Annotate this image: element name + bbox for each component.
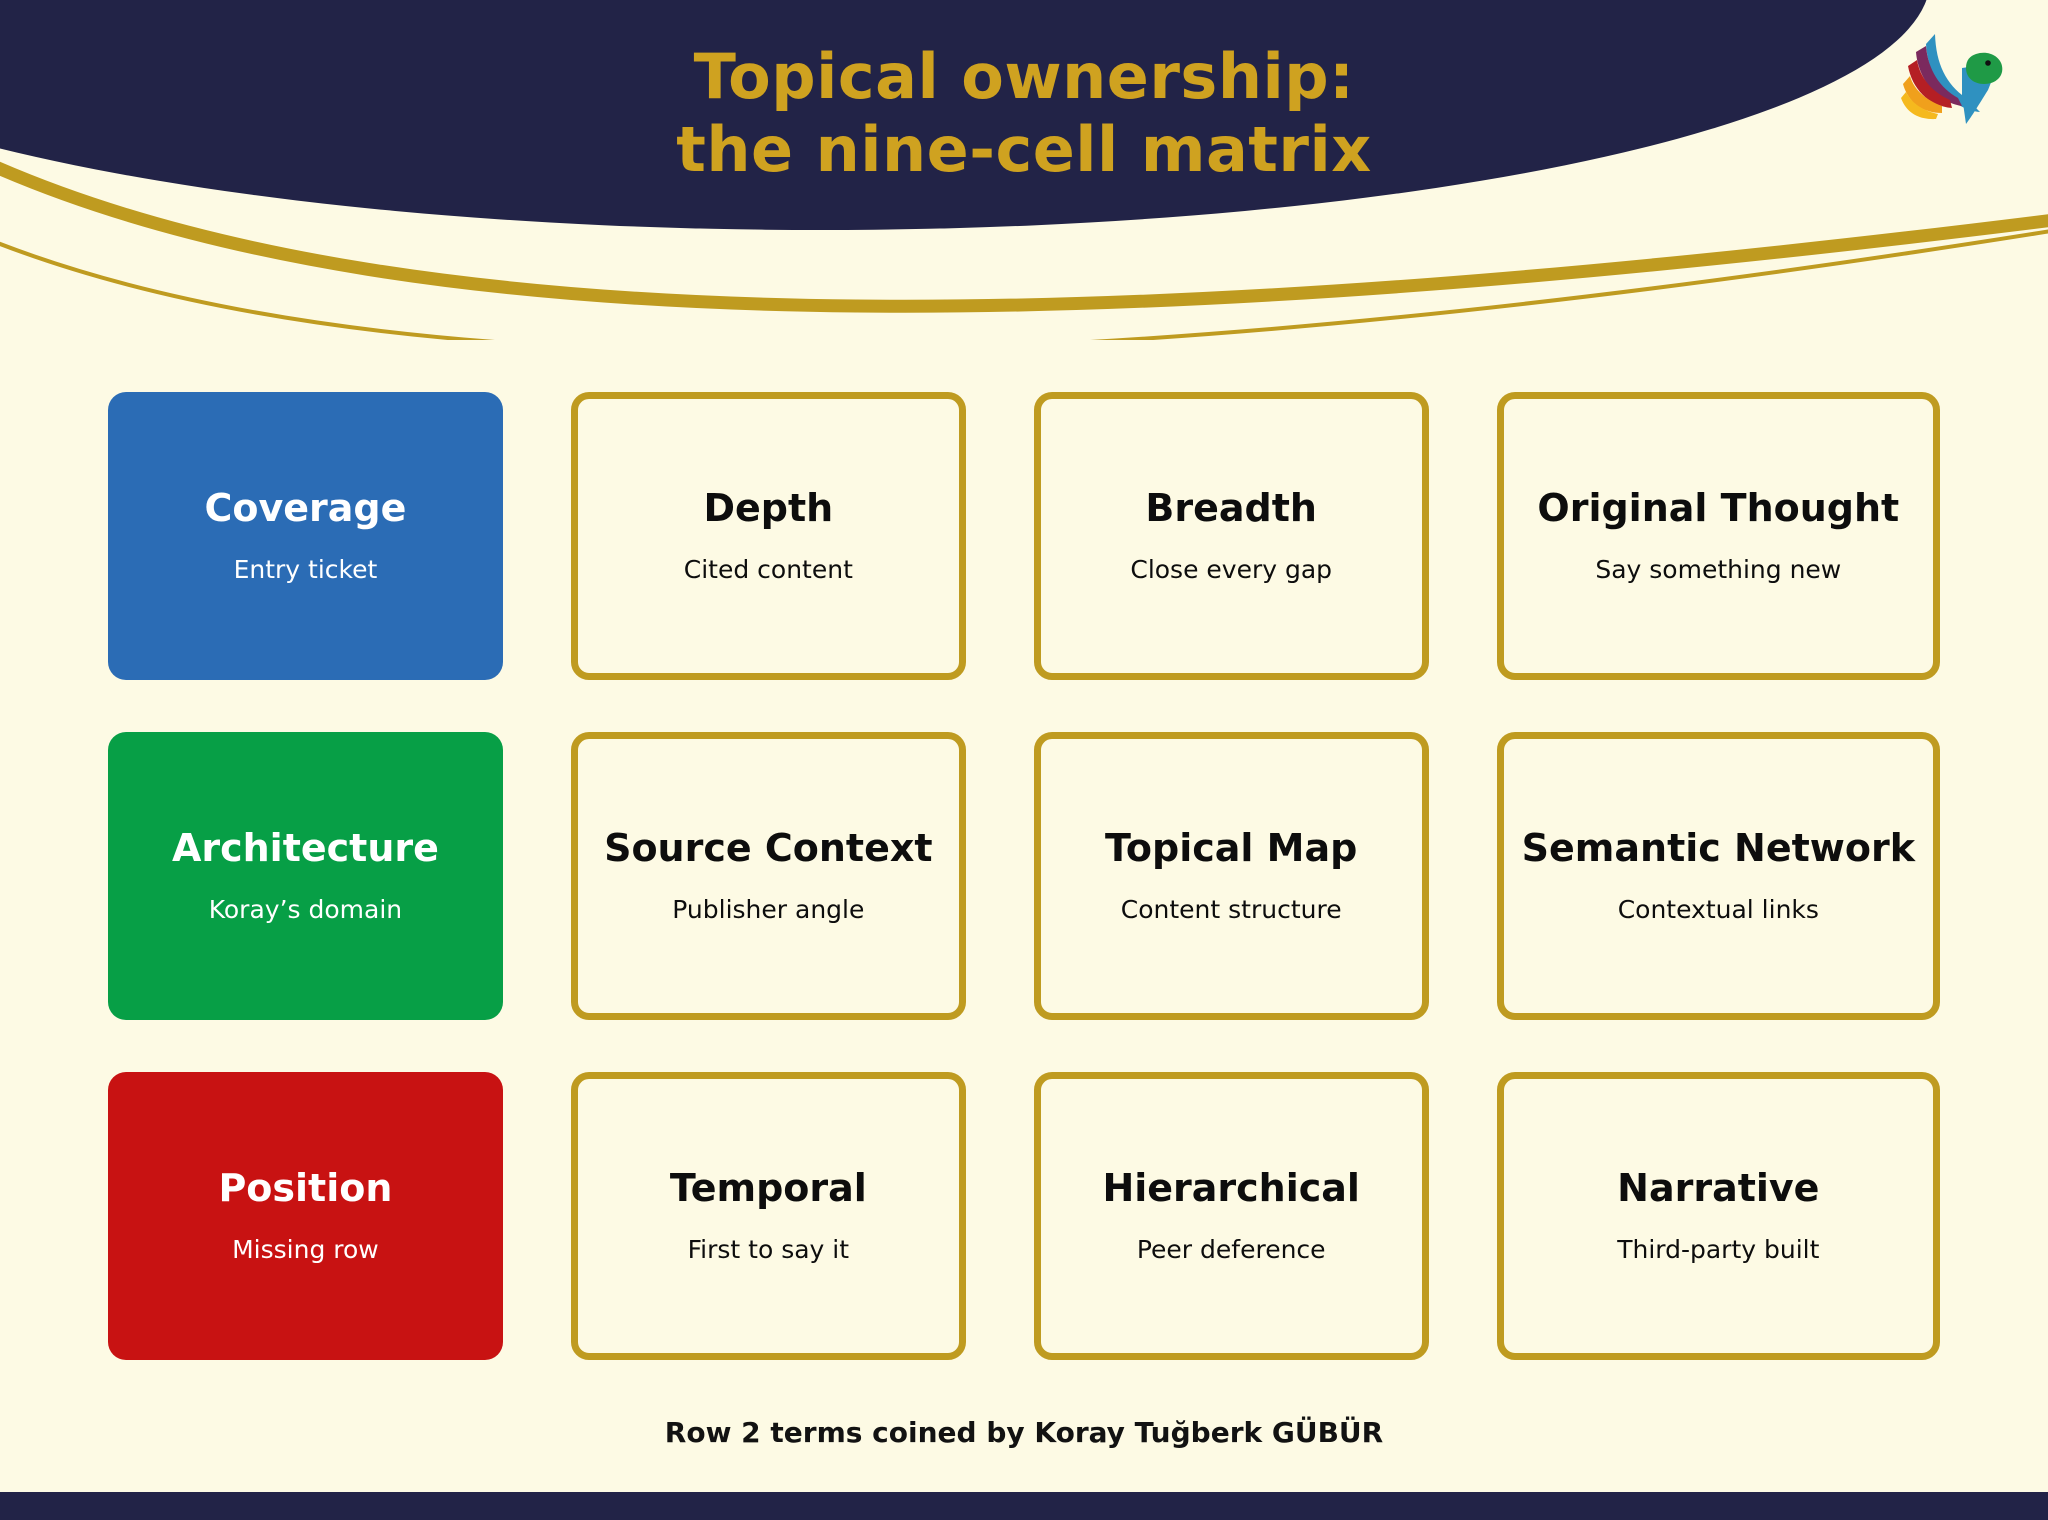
- cell-narrative[interactable]: Narrative Third-party built: [1496, 1072, 1940, 1360]
- footnote-text: Row 2 terms coined by Koray Tuğberk GÜBÜ…: [664, 1416, 1384, 1449]
- cell-subtitle: Say something new: [1595, 554, 1842, 584]
- cell-title: Architecture: [171, 825, 439, 870]
- cell-topical-map[interactable]: Topical Map Content structure: [1033, 732, 1429, 1020]
- gold-curve-thick: [0, 161, 2048, 313]
- row-label-architecture[interactable]: Architecture Koray’s domain: [108, 732, 503, 1020]
- cell-title: Original Thought: [1537, 485, 1900, 530]
- nine-cell-matrix: Coverage Entry ticket Depth Cited conten…: [108, 392, 1940, 1360]
- cell-subtitle: Third-party built: [1617, 1234, 1820, 1264]
- header-banner: Topical ownership: the nine-cell matrix: [0, 0, 2048, 340]
- cell-title: Source Context: [604, 825, 933, 870]
- bird-logo: [1892, 18, 2012, 138]
- cell-subtitle: First to say it: [687, 1234, 850, 1264]
- cell-title: Topical Map: [1105, 825, 1358, 870]
- bottom-accent-bar: [0, 1492, 2048, 1520]
- logo-red-wing: [1908, 60, 1952, 108]
- cell-original-thought[interactable]: Original Thought Say something new: [1496, 392, 1940, 680]
- cell-subtitle: Publisher angle: [672, 894, 865, 924]
- logo-orange-wing: [1903, 76, 1942, 113]
- cell-breadth[interactable]: Breadth Close every gap: [1033, 392, 1429, 680]
- cell-subtitle: Close every gap: [1130, 554, 1333, 584]
- cell-semantic-network[interactable]: Semantic Network Contextual links: [1496, 732, 1940, 1020]
- cell-temporal[interactable]: Temporal First to say it: [570, 1072, 966, 1360]
- cell-title: Narrative: [1617, 1165, 1820, 1210]
- cell-title: Coverage: [204, 485, 407, 530]
- cell-subtitle: Koray’s domain: [208, 894, 403, 924]
- cell-title: Hierarchical: [1102, 1165, 1360, 1210]
- cell-subtitle: Peer deference: [1136, 1234, 1326, 1264]
- cell-subtitle: Cited content: [683, 554, 853, 584]
- gold-curve-thin: [0, 229, 2048, 340]
- row-label-coverage[interactable]: Coverage Entry ticket: [108, 392, 503, 680]
- logo-yellow-wing: [1901, 92, 1938, 120]
- cell-title: Temporal: [669, 1165, 867, 1210]
- cell-source-context[interactable]: Source Context Publisher angle: [570, 732, 966, 1020]
- cell-subtitle: Content structure: [1120, 894, 1342, 924]
- cell-subtitle: Missing row: [232, 1234, 379, 1264]
- cell-title: Position: [218, 1165, 393, 1210]
- cell-title: Breadth: [1145, 485, 1317, 530]
- cell-depth[interactable]: Depth Cited content: [570, 392, 966, 680]
- logo-purple-wing: [1916, 46, 1962, 106]
- logo-green-head: [1966, 52, 2003, 84]
- cell-hierarchical[interactable]: Hierarchical Peer deference: [1033, 1072, 1429, 1360]
- logo-eye: [1985, 60, 1991, 66]
- cell-subtitle: Contextual links: [1617, 894, 1819, 924]
- cell-subtitle: Entry ticket: [233, 554, 378, 584]
- cell-title: Depth: [703, 485, 834, 530]
- cell-title: Semantic Network: [1521, 825, 1915, 870]
- row-label-position[interactable]: Position Missing row: [108, 1072, 503, 1360]
- navy-blob-shape: [0, 0, 1927, 230]
